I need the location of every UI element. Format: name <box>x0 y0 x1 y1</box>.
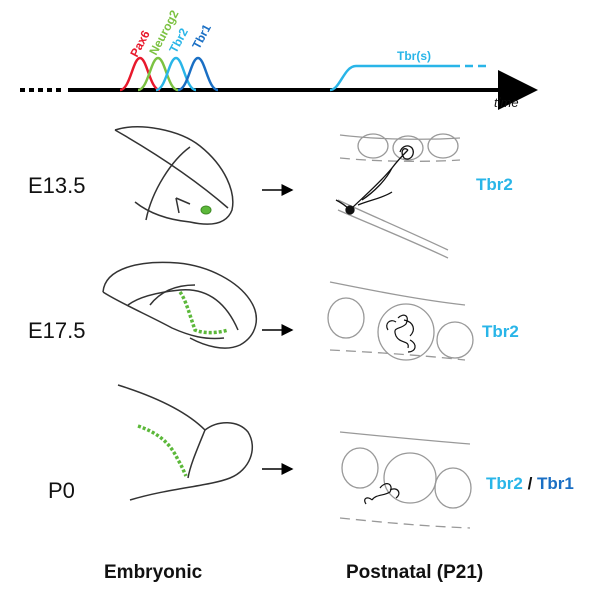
neuron-e17-5 <box>386 314 416 353</box>
postnatal-section-e17-5 <box>327 281 474 361</box>
stage-label-e17-5: E17.5 <box>28 318 86 343</box>
marker-label-p0-separator: / <box>523 474 537 493</box>
stage-label-p0: P0 <box>48 478 75 503</box>
time-axis-label: time <box>494 95 519 110</box>
migration-origin-e13-5 <box>200 205 212 215</box>
pax6-peak <box>119 56 161 92</box>
postnatal-section-e13-5 <box>337 133 461 259</box>
neuron-e13-5 <box>335 145 414 215</box>
marker-label-p0: Tbr2 / Tbr1 <box>486 474 574 493</box>
migration-stream-p0 <box>137 424 188 477</box>
column-label-postnatal: Postnatal (P21) <box>346 562 483 583</box>
sustained-expression-label: Tbr(s) <box>397 49 431 63</box>
row-p0: P0 Tbr2 / Tbr1 <box>48 384 574 529</box>
neuron-p0 <box>364 483 400 505</box>
embryonic-brain-e13-5 <box>114 126 234 225</box>
marker-label-p0-tbr2: Tbr2 <box>486 474 523 493</box>
stage-label-e13-5: E13.5 <box>28 173 86 198</box>
embryonic-brain-e17-5 <box>102 261 258 349</box>
tbr2-peak <box>155 56 197 92</box>
marker-label-p0-tbr1: Tbr1 <box>537 474 574 493</box>
marker-labels-e13-5: Tbr2 <box>476 175 513 194</box>
tbr1-peak <box>177 56 219 92</box>
neurog2-peak <box>137 56 179 92</box>
gene-label-tbr1: Tbr1 <box>189 22 214 52</box>
sustained-expression-curve <box>329 64 452 92</box>
marker-labels-e17-5: Tbr2 <box>482 322 519 341</box>
row-e13-5: E13.5 Tbr2 <box>28 126 513 259</box>
embryonic-brain-p0 <box>117 384 253 501</box>
row-e17-5: E17.5 Tbr2 <box>28 261 519 361</box>
column-label-embryonic: Embryonic <box>104 562 203 583</box>
migration-stream-e17-5 <box>178 290 229 335</box>
postnatal-section-p0 <box>339 431 472 529</box>
marker-labels-p0: Tbr2 / Tbr1 <box>486 474 574 493</box>
marker-label-e13-5: Tbr2 <box>476 175 513 194</box>
marker-label-e17-5: Tbr2 <box>482 322 519 341</box>
timeline: time Pax6 Neurog2 Tbr2 Tbr1 Tbr(s) <box>20 8 538 110</box>
